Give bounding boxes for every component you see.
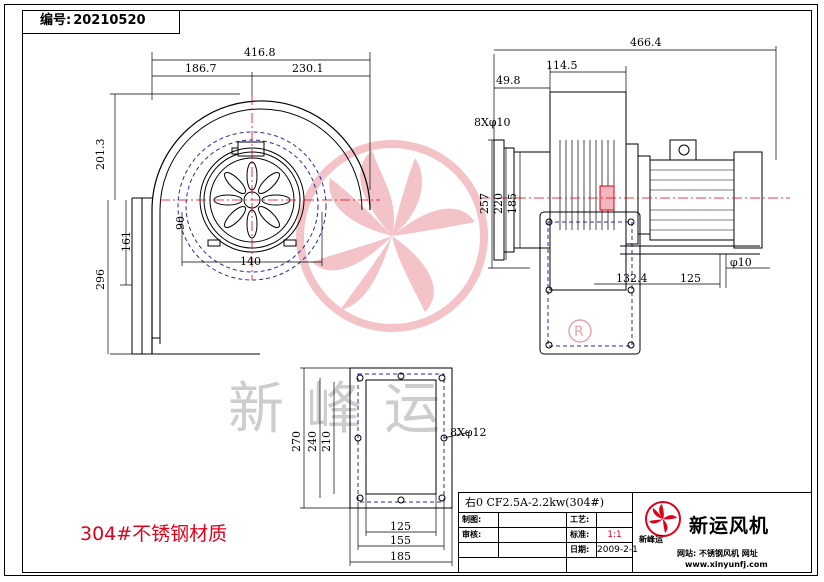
flange-dimensions: 270 240 210 8Xφ12 125 155 185 — [290, 426, 487, 563]
drawing-frame — [22, 10, 812, 573]
check-value — [499, 528, 567, 543]
scale-label: 标准: — [567, 528, 597, 543]
front-dimensions: 416.8 186.7 230.1 201.3 161 296 140 90 — [94, 46, 324, 290]
site-label: 网站: 不锈钢风机 网址 — [677, 549, 758, 558]
dim-lower-height: 296 — [94, 269, 107, 290]
dim-h220: 220 — [492, 193, 505, 214]
code-label: 编号: — [40, 13, 72, 28]
process-value — [597, 513, 633, 528]
site-url: www.xinyunfj.com — [685, 560, 768, 569]
watermark-logo — [296, 140, 488, 332]
watermark-text: 新峰运 — [228, 377, 462, 442]
scale-value: 1:1 — [597, 528, 633, 543]
draw-value — [499, 513, 567, 528]
logo-caption: 新峰运 — [639, 535, 663, 544]
dim-h257: 257 — [478, 193, 491, 214]
dim-w125: 125 — [390, 520, 411, 533]
code-value: 20210520 — [73, 13, 146, 28]
company-brand: 新峰运 新运风机 网站: 不锈钢风机 网址 www.xinyunfj.com — [633, 493, 811, 572]
company-name: 新运风机 — [689, 515, 770, 537]
dim-side-offset: 114.5 — [546, 59, 578, 72]
dim-upper-height: 201.3 — [94, 139, 107, 171]
spare-cell — [459, 558, 567, 572]
date-label: 日期: — [567, 543, 597, 558]
dim-side-total: 466.4 — [630, 36, 662, 49]
outlet-flange-view — [300, 367, 471, 566]
dim-base-a: 132.4 — [616, 272, 648, 285]
company-logo-icon — [645, 501, 681, 537]
dim-side-holes: 8Xφ10 — [474, 116, 511, 129]
dim-inlet-depth: 49.8 — [496, 74, 521, 87]
dim-h240: 240 — [306, 431, 319, 452]
material-note: 304#不锈钢材质 — [80, 523, 228, 545]
side-view — [480, 46, 790, 355]
registered-text: R — [574, 324, 584, 340]
dim-h185: 185 — [506, 193, 519, 214]
dim-outlet-height: 161 — [120, 231, 133, 252]
dim-small: 90 — [174, 216, 187, 230]
blank-label — [459, 543, 499, 558]
check-label: 审核: — [459, 528, 499, 543]
front-view — [107, 52, 380, 355]
dim-inlet: 140 — [240, 255, 261, 268]
registered-mark: R — [568, 319, 592, 343]
model-name: 右0 CF2.5A-2.2kw(304#) — [459, 493, 633, 513]
title-block: 右0 CF2.5A-2.2kw(304#) 制图: 工艺: 审核: 标准: 1:… — [458, 492, 812, 573]
dim-flange-holes: 8Xφ12 — [450, 426, 487, 439]
draw-label: 制图: — [459, 513, 499, 528]
impeller-blades — [559, 140, 615, 230]
dim-h210: 210 — [320, 431, 333, 452]
spare-cell-2 — [567, 558, 633, 572]
process-label: 工艺: — [567, 513, 597, 528]
dim-total-width: 416.8 — [244, 46, 276, 59]
date-value: 2009-2-1 — [597, 543, 638, 558]
dim-w185: 185 — [390, 550, 411, 563]
dim-right-width: 230.1 — [292, 62, 324, 75]
dim-w155: 155 — [390, 534, 411, 547]
side-dimensions: 466.4 114.5 49.8 8Xφ10 257 220 185 132.4… — [474, 36, 752, 285]
drawing-code: 编号:20210520 — [22, 10, 180, 34]
dim-base-hole: φ10 — [730, 256, 752, 269]
outer-frame — [4, 4, 818, 576]
blank-value — [499, 543, 567, 558]
dim-base-b: 125 — [680, 272, 701, 285]
dim-left-width: 186.7 — [185, 62, 217, 75]
dim-h270: 270 — [290, 431, 303, 452]
